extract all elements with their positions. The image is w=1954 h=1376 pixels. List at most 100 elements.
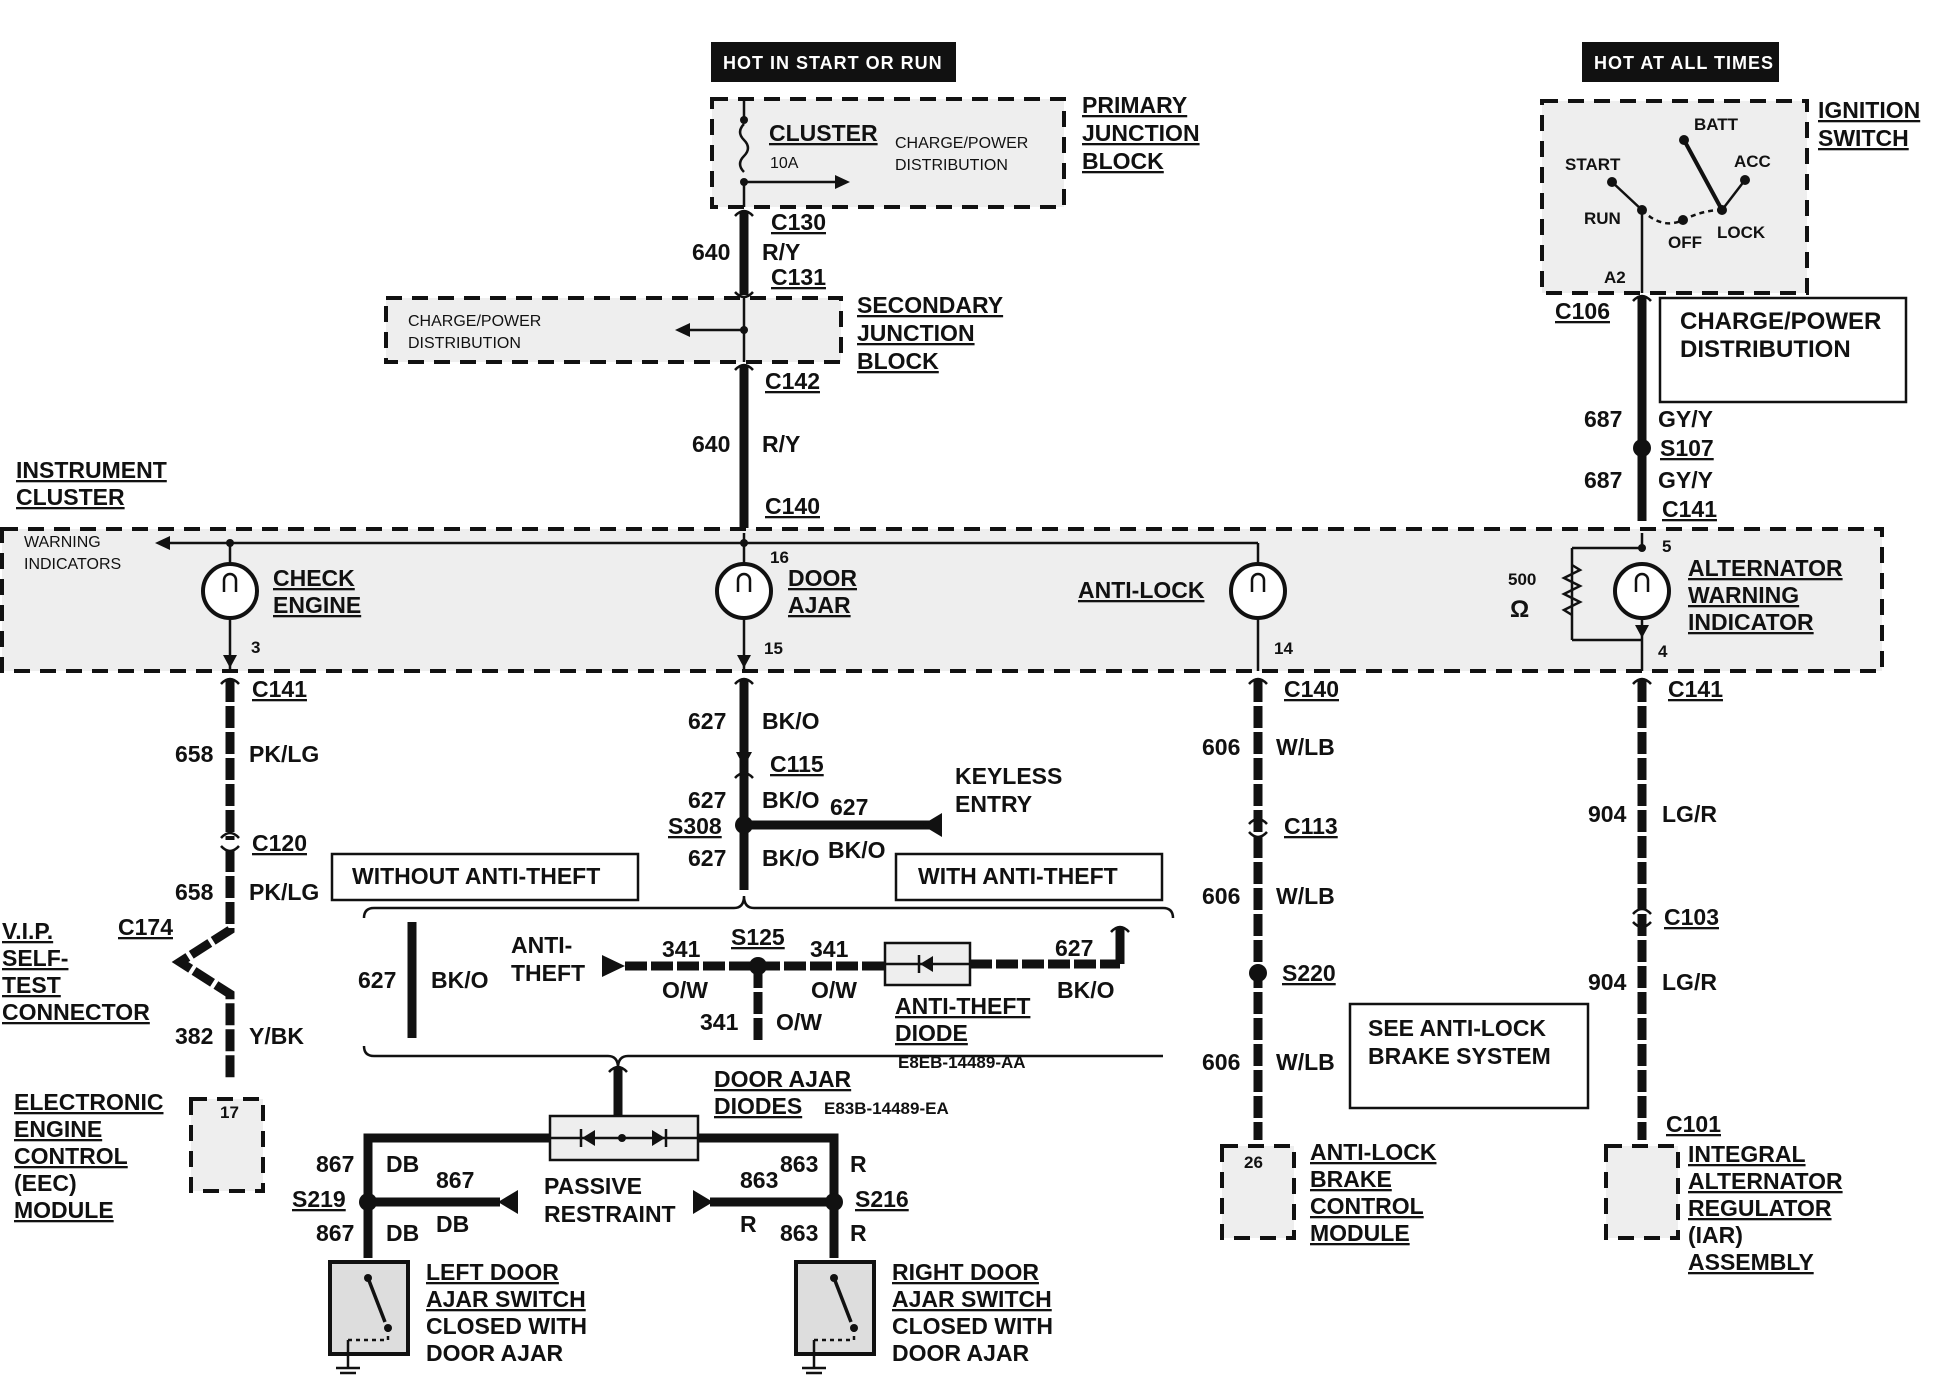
color-gyy-a: GY/Y	[1658, 406, 1713, 432]
left-switch-label-1: LEFT DOOR	[426, 1259, 559, 1285]
door-ajar-lamp-icon	[715, 562, 773, 620]
anti-lock-lamp-icon	[1229, 562, 1287, 620]
color-ow-a: O/W	[662, 977, 708, 1003]
abs-label-1: ANTI-LOCK	[1310, 1139, 1437, 1165]
ignition-switch-label-2: SWITCH	[1818, 125, 1909, 151]
anti-theft-label-1: ANTI-	[511, 932, 572, 958]
wire-867-left	[363, 1133, 550, 1198]
iar-label-5: ASSEMBLY	[1688, 1249, 1814, 1275]
color-r-b: R	[740, 1211, 757, 1237]
abs-control-module[interactable]	[1220, 1144, 1296, 1240]
alternator-label-3: INDICATOR	[1688, 609, 1814, 635]
primary-jb-label-1: PRIMARY	[1082, 92, 1187, 118]
warning-indicators-line2: INDICATORS	[24, 556, 121, 573]
left-switch-label-4: DOOR AJAR	[426, 1340, 564, 1366]
passive-restraint-1: PASSIVE	[544, 1173, 642, 1199]
circuit-341-b: 341	[810, 936, 849, 962]
color-bko-with: BK/O	[1057, 977, 1115, 1003]
c174-label: C174	[118, 914, 173, 940]
color-lgr-b: LG/R	[1662, 969, 1717, 995]
ign-acc: ACC	[1734, 152, 1771, 171]
color-pklg-b: PK/LG	[249, 879, 319, 905]
circuit-658-b: 658	[175, 879, 214, 905]
alternator-label-1: ALTERNATOR	[1688, 555, 1843, 581]
ign-lock: LOCK	[1717, 223, 1766, 242]
color-wlb-a: W/LB	[1276, 734, 1335, 760]
eec-label-2: ENGINE	[14, 1116, 102, 1142]
vip-label-4: CONNECTOR	[2, 999, 150, 1025]
circuit-904-a: 904	[1588, 801, 1627, 827]
cpd-box-line2: DISTRIBUTION	[1680, 336, 1851, 363]
primary-dist-line1: CHARGE/POWER	[895, 135, 1028, 152]
iar-label-3: REGULATOR	[1688, 1195, 1832, 1221]
color-ow-b: O/W	[811, 977, 857, 1003]
circuit-606-c: 606	[1202, 1049, 1240, 1075]
cluster-fuse-label: CLUSTER	[769, 120, 878, 146]
hot-all-times-label: HOT AT ALL TIMES	[1582, 42, 1779, 82]
circuit-904-b: 904	[1588, 969, 1627, 995]
secondary-jb-label-2: JUNCTION	[857, 320, 975, 346]
right-switch-label-1: RIGHT DOOR	[892, 1259, 1039, 1285]
warning-indicators-line1: WARNING	[24, 534, 101, 551]
abs-label-2: BRAKE	[1310, 1166, 1392, 1192]
svg-text:HOT AT ALL TIMES: HOT AT ALL TIMES	[1594, 53, 1774, 73]
c106-label: C106	[1555, 298, 1610, 324]
color-bko-a: BK/O	[762, 708, 820, 734]
anti-theft-label-2: THEFT	[511, 960, 585, 986]
primary-jb-label-3: BLOCK	[1082, 148, 1164, 174]
ignition-switch[interactable]	[1540, 99, 1809, 295]
keyless-label-1: KEYLESS	[955, 763, 1062, 789]
iar-assembly[interactable]	[1604, 1144, 1680, 1240]
cpd-box-line1: CHARGE/POWER	[1680, 308, 1881, 335]
color-db-c: DB	[386, 1220, 419, 1246]
door-ajar-diodes-label-1: DOOR AJAR	[714, 1066, 852, 1092]
c141-ce-label: C141	[252, 676, 307, 702]
circuit-382: 382	[175, 1023, 213, 1049]
color-ry-b: R/Y	[762, 431, 800, 457]
pin-5: 5	[1662, 537, 1671, 556]
ign-run: RUN	[1584, 209, 1621, 228]
eec-label-4: (EEC)	[14, 1170, 77, 1196]
see-abs-line2: BRAKE SYSTEM	[1368, 1043, 1551, 1069]
circuit-863-b: 863	[740, 1167, 778, 1193]
dual-diode-icon	[550, 1129, 698, 1147]
iar-label-4: (IAR)	[1688, 1222, 1743, 1248]
s220-splice	[1249, 964, 1267, 982]
color-ybk: Y/BK	[249, 1023, 304, 1049]
ign-off: OFF	[1668, 233, 1702, 252]
color-db-b: DB	[436, 1211, 469, 1237]
c140-top-label: C140	[765, 493, 820, 519]
color-ow-c: O/W	[776, 1009, 822, 1035]
alternator-label-2: WARNING	[1688, 582, 1799, 608]
circuit-606-a: 606	[1202, 734, 1240, 760]
option-brace-bottom	[362, 1045, 1163, 1069]
pin-3: 3	[251, 638, 260, 657]
instrument-cluster	[0, 527, 1884, 673]
c113-label: C113	[1284, 813, 1338, 839]
pin-16: 16	[770, 548, 789, 567]
without-anti-theft-box	[330, 852, 640, 902]
eec-module[interactable]	[189, 1097, 265, 1193]
color-ry-a: R/Y	[762, 239, 800, 265]
left-switch-icon	[336, 1274, 392, 1375]
pin-15: 15	[764, 639, 783, 658]
c115-label: C115	[770, 751, 824, 777]
right-switch-label-4: DOOR AJAR	[892, 1340, 1030, 1366]
c101-label: C101	[1666, 1111, 1721, 1137]
color-bko-c: BK/O	[762, 845, 820, 871]
pin-14: 14	[1274, 639, 1293, 658]
abs-label-4: MODULE	[1310, 1220, 1410, 1246]
right-switch-icon	[802, 1274, 858, 1375]
color-r-c: R	[850, 1220, 867, 1246]
color-bko-without: BK/O	[431, 967, 489, 993]
pin-26: 26	[1244, 1153, 1263, 1172]
circuit-687-a: 687	[1584, 406, 1622, 432]
s219-label: S219	[292, 1186, 346, 1212]
with-anti-theft-box	[894, 852, 1164, 902]
c120-label: C120	[252, 830, 307, 856]
see-abs-line1: SEE ANTI-LOCK	[1368, 1015, 1546, 1041]
circuit-341-c: 341	[700, 1009, 739, 1035]
color-bko-b: BK/O	[762, 787, 820, 813]
door-ajar-label-1: DOOR	[788, 565, 857, 591]
anti-lock-lamp-label: ANTI-LOCK	[1078, 577, 1205, 603]
